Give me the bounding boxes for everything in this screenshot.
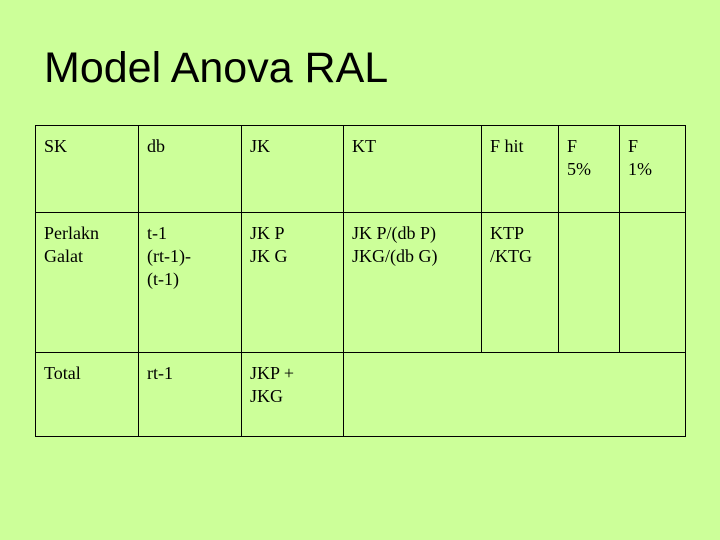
cell-line: JK G (250, 246, 288, 266)
cell-jk: JKP + JKG (241, 352, 344, 437)
header-cell-f1: F 1% (619, 125, 686, 213)
cell-jk: JK P JK G (241, 212, 344, 353)
cell-merged-empty (343, 352, 686, 437)
cell-db: rt-1 (138, 352, 242, 437)
cell-f5 (558, 212, 620, 353)
header-cell-f5: F 5% (558, 125, 620, 213)
cell-line: JKG/(db G) (352, 246, 438, 266)
cell-line: Perlakn (44, 223, 99, 243)
cell-sk: Total (35, 352, 139, 437)
cell-line: JKP + (250, 363, 294, 383)
cell-line: F (567, 136, 578, 156)
cell-line: (rt-1)- (147, 246, 191, 266)
cell-fhit: KTP /KTG (481, 212, 559, 353)
cell-line: F (628, 136, 639, 156)
cell-line: JKG (250, 386, 284, 406)
table-row-total: Total rt-1 JKP + JKG (35, 352, 686, 437)
cell-line: 5% (567, 159, 591, 179)
cell-line: JK P/(db P) (352, 223, 437, 243)
anova-table: SK db JK KT F hit F 5% F 1% Perlakn Gala… (35, 125, 686, 437)
cell-line: KTP (490, 223, 525, 243)
header-cell-fhit: F hit (481, 125, 559, 213)
cell-line: t-1 (147, 223, 167, 243)
header-cell-sk: SK (35, 125, 139, 213)
header-cell-kt: KT (343, 125, 482, 213)
header-cell-jk: JK (241, 125, 344, 213)
cell-line: /KTG (490, 246, 532, 266)
table-header-row: SK db JK KT F hit F 5% F 1% (35, 125, 686, 213)
cell-kt: JK P/(db P) JKG/(db G) (343, 212, 482, 353)
cell-line: 1% (628, 159, 652, 179)
cell-line: Galat (44, 246, 83, 266)
cell-line: (t-1) (147, 269, 179, 289)
cell-db: t-1 (rt-1)- (t-1) (138, 212, 242, 353)
header-cell-db: db (138, 125, 242, 213)
slide-title: Model Anova RAL (44, 44, 389, 92)
cell-f1 (619, 212, 686, 353)
table-row-perlakuan-galat: Perlakn Galat t-1 (rt-1)- (t-1) JK P JK … (35, 212, 686, 353)
cell-line: JK P (250, 223, 285, 243)
cell-sk: Perlakn Galat (35, 212, 139, 353)
